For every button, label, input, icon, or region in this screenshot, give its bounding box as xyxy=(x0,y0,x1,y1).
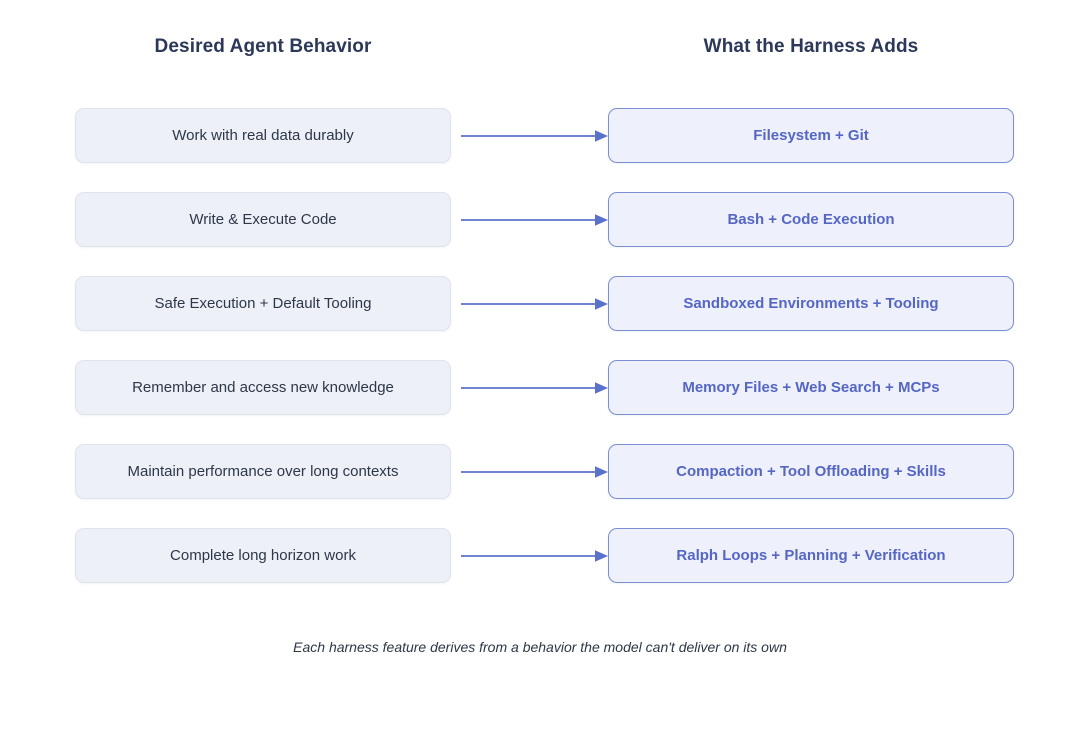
behavior-box[interactable]: Remember and access new knowledge xyxy=(75,360,451,415)
mapping-row: Work with real data durably Filesystem +… xyxy=(0,108,1080,192)
harness-box[interactable]: Compaction + Tool Offloading + Skills xyxy=(608,444,1014,499)
harness-box[interactable]: Filesystem + Git xyxy=(608,108,1014,163)
harness-box[interactable]: Memory Files + Web Search + MCPs xyxy=(608,360,1014,415)
harness-box[interactable]: Bash + Code Execution xyxy=(608,192,1014,247)
harness-box[interactable]: Ralph Loops + Planning + Verification xyxy=(608,528,1014,583)
behavior-label: Write & Execute Code xyxy=(189,211,337,228)
harness-label: Ralph Loops + Planning + Verification xyxy=(676,547,946,564)
mapping-row: Maintain performance over long contexts … xyxy=(0,444,1080,528)
behavior-label: Complete long horizon work xyxy=(170,547,356,564)
mapping-row: Safe Execution + Default Tooling Sandbox… xyxy=(0,276,1080,360)
harness-label: Bash + Code Execution xyxy=(727,211,895,228)
arrow-right-icon xyxy=(461,211,609,229)
column-header-harness-adds: What the Harness Adds xyxy=(703,36,919,57)
mapping-row: Remember and access new knowledge Memory… xyxy=(0,360,1080,444)
arrow-right-icon xyxy=(461,379,609,397)
harness-label: Filesystem + Git xyxy=(753,127,869,144)
behavior-box[interactable]: Write & Execute Code xyxy=(75,192,451,247)
diagram-caption: Each harness feature derives from a beha… xyxy=(293,639,787,655)
arrow-right-icon xyxy=(461,295,609,313)
behavior-label: Remember and access new knowledge xyxy=(132,379,394,396)
harness-label: Sandboxed Environments + Tooling xyxy=(683,295,939,312)
behavior-label: Maintain performance over long contexts xyxy=(127,463,399,480)
behavior-box[interactable]: Maintain performance over long contexts xyxy=(75,444,451,499)
behavior-box[interactable]: Work with real data durably xyxy=(75,108,451,163)
harness-box[interactable]: Sandboxed Environments + Tooling xyxy=(608,276,1014,331)
behavior-box[interactable]: Safe Execution + Default Tooling xyxy=(75,276,451,331)
harness-label: Compaction + Tool Offloading + Skills xyxy=(676,463,946,480)
mapping-row: Write & Execute Code Bash + Code Executi… xyxy=(0,192,1080,276)
mapping-row: Complete long horizon work Ralph Loops +… xyxy=(0,528,1080,612)
behavior-label: Safe Execution + Default Tooling xyxy=(154,295,372,312)
arrow-right-icon xyxy=(461,127,609,145)
behavior-label: Work with real data durably xyxy=(172,127,354,144)
harness-label: Memory Files + Web Search + MCPs xyxy=(682,379,940,396)
arrow-right-icon xyxy=(461,547,609,565)
arrow-right-icon xyxy=(461,463,609,481)
column-header-desired-behavior: Desired Agent Behavior xyxy=(154,36,372,57)
behavior-box[interactable]: Complete long horizon work xyxy=(75,528,451,583)
mapping-rows: Work with real data durably Filesystem +… xyxy=(0,108,1080,612)
